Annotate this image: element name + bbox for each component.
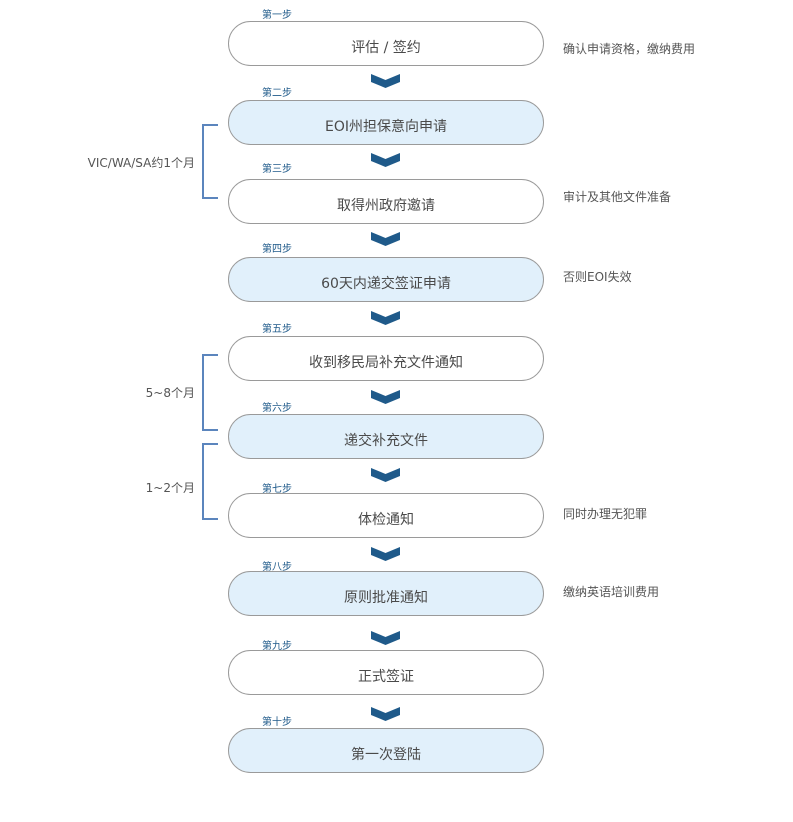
chevron-down-icon	[371, 153, 400, 167]
step-text-9: 正式签证	[358, 668, 414, 685]
duration-label-1: VIC/WA/SA约1个月	[87, 156, 195, 170]
step-text-1: 评估 / 签约	[351, 39, 421, 56]
duration-bracket-2	[202, 354, 218, 431]
note-step-3: 审计及其他文件准备	[563, 190, 672, 204]
chevron-down-icon	[371, 74, 400, 88]
chevron-down-icon	[371, 707, 400, 721]
step-box-6: 递交补充文件	[228, 414, 544, 459]
step-box-1: 评估 / 签约	[228, 21, 544, 66]
chevron-down-icon	[371, 390, 400, 404]
step-text-2: EOI州担保意向申请	[325, 118, 447, 135]
step-label-6: 第六步	[262, 403, 292, 414]
note-step-1: 确认申请资格，缴纳费用	[563, 42, 696, 56]
note-step-7: 同时办理无犯罪	[563, 507, 648, 521]
step-label-9: 第九步	[262, 641, 292, 652]
chevron-down-icon	[371, 468, 400, 482]
step-box-5: 收到移民局补充文件通知	[228, 336, 544, 381]
step-text-3: 取得州政府邀请	[337, 197, 435, 214]
step-text-4: 60天内递交签证申请	[321, 275, 451, 292]
step-text-5: 收到移民局补充文件通知	[309, 354, 463, 371]
chevron-down-icon	[371, 631, 400, 645]
step-label-4: 第四步	[262, 244, 292, 255]
step-text-6: 递交补充文件	[344, 432, 428, 449]
duration-bracket-1	[202, 124, 218, 199]
duration-label-2: 5~8个月	[145, 386, 195, 400]
step-label-10: 第十步	[262, 717, 292, 728]
chevron-down-icon	[371, 311, 400, 325]
step-box-2: EOI州担保意向申请	[228, 100, 544, 145]
step-box-4: 60天内递交签证申请	[228, 257, 544, 302]
chevron-down-icon	[371, 232, 400, 246]
step-text-8: 原则批准通知	[344, 589, 428, 606]
duration-bracket-3	[202, 443, 218, 520]
duration-label-3: 1~2个月	[145, 481, 195, 495]
step-label-5: 第五步	[262, 324, 292, 335]
step-text-7: 体检通知	[358, 511, 414, 528]
step-box-9: 正式签证	[228, 650, 544, 695]
step-box-10: 第一次登陆	[228, 728, 544, 773]
note-step-8: 缴纳英语培训费用	[563, 585, 660, 599]
note-step-4: 否则EOI失效	[563, 270, 632, 284]
chevron-down-icon	[371, 547, 400, 561]
step-text-10: 第一次登陆	[351, 746, 421, 763]
step-label-1: 第一步	[262, 10, 292, 21]
step-box-8: 原则批准通知	[228, 571, 544, 616]
step-label-8: 第八步	[262, 562, 292, 573]
step-box-7: 体检通知	[228, 493, 544, 538]
step-label-7: 第七步	[262, 484, 292, 495]
step-label-3: 第三步	[262, 164, 292, 175]
step-label-2: 第二步	[262, 88, 292, 99]
step-box-3: 取得州政府邀请	[228, 179, 544, 224]
